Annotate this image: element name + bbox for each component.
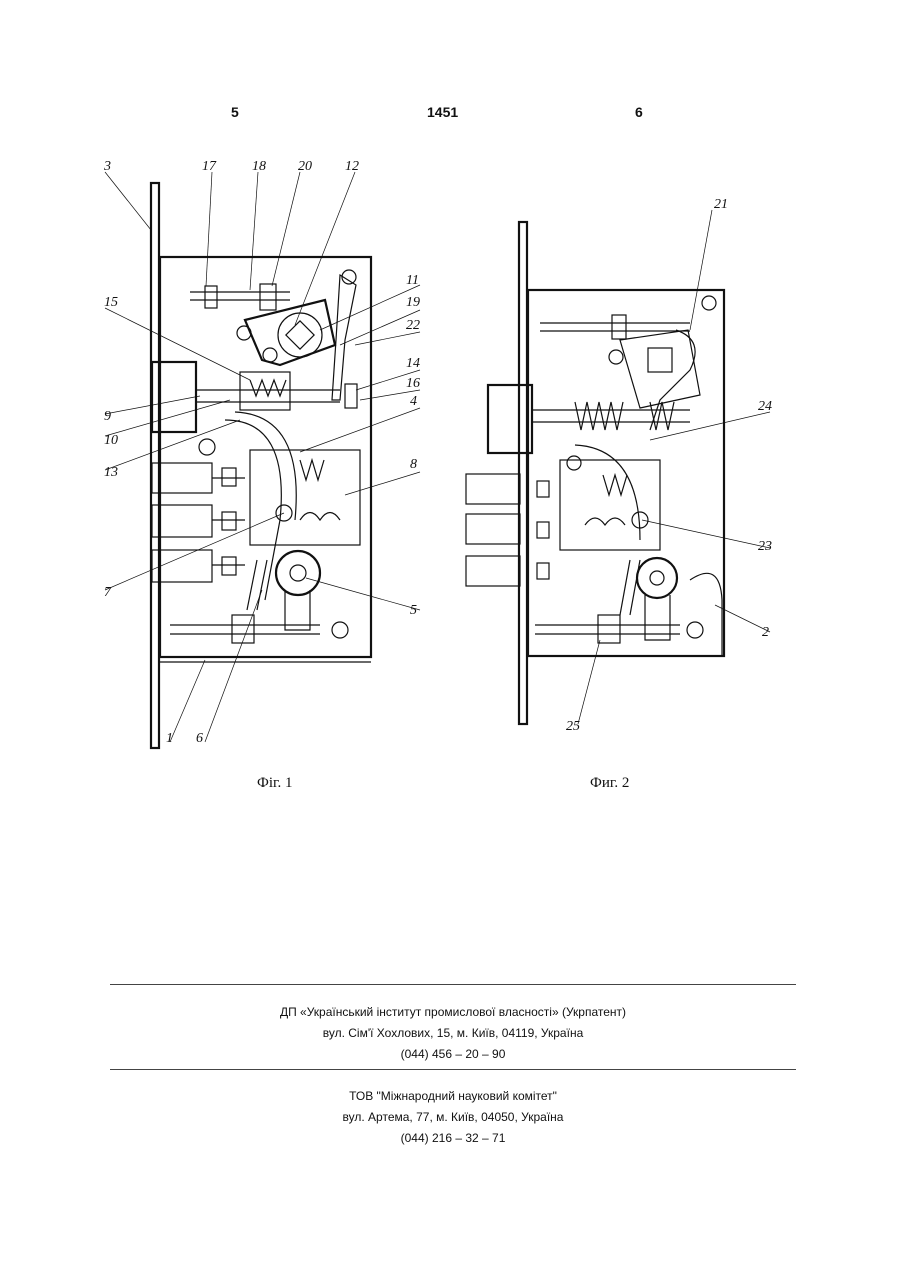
label-18: 18 [252,159,266,174]
fig1-small-spring [300,460,324,480]
label-4: 4 [410,394,417,409]
label-20: 20 [298,159,312,174]
fig2-square-hub [648,348,672,372]
figure-2-caption: Фиг. 2 [590,775,629,792]
printer-name: ТОВ "Міжнародний науковий комітет" [110,1086,796,1107]
label-14: 14 [406,356,420,371]
label-12: 12 [345,159,359,174]
fig2-curved-arm [575,445,640,540]
label-19: 19 [406,295,420,310]
label-17: 17 [202,159,217,174]
label-16: 16 [406,376,420,391]
publisher-block: ДП «Український інститут промислової вла… [110,1002,796,1065]
label-8: 8 [410,457,417,472]
figure-1-drawing [151,183,371,748]
fig1-mechanism-plate [250,450,360,545]
label-13: 13 [104,465,118,480]
fig2-lever [650,330,695,430]
publisher-name: ДП «Український інститут промислової вла… [110,1002,796,1023]
label-1: 1 [166,731,173,746]
fig2-spring-plate [690,573,722,655]
footer-rule-top [110,984,796,985]
fig1-rod-clip [205,286,217,308]
fig2-latch-3 [466,556,520,586]
patent-drawings: 3 17 18 20 12 11 19 22 15 14 16 4 9 10 1… [0,0,900,800]
label-10: 10 [104,433,118,448]
publisher-address: вул. Сім'ї Хохлових, 15, м. Київ, 04119,… [110,1023,796,1044]
footer-rule-middle [110,1069,796,1070]
label-22: 22 [406,318,420,333]
label-9: 9 [104,409,111,424]
printer-address: вул. Артема, 77, м. Київ, 04050, Україна [110,1107,796,1128]
label-6: 6 [196,731,203,746]
figure-2-labels: 21 24 23 2 25 [566,197,772,734]
fig1-square-hub [286,321,314,349]
publisher-phone: (044) 456 – 20 – 90 [110,1044,796,1065]
fig2-latch-2 [466,514,520,544]
fig2-latch-1 [466,474,520,504]
label-7: 7 [104,585,112,600]
fig2-cam-plate [620,330,700,408]
fig2-cylinder [637,558,677,598]
figure-1-caption: Фіг. 1 [257,775,292,792]
printer-block: ТОВ "Міжнародний науковий комітет" вул. … [110,1086,796,1149]
label-5: 5 [410,603,417,618]
fig1-curved-arm [225,420,281,600]
fig1-spring [250,380,286,396]
fig2-spring [575,402,623,430]
label-11: 11 [406,273,419,288]
label-2: 2 [762,625,769,640]
printer-phone: (044) 216 – 32 – 71 [110,1128,796,1149]
figure-2-leaders [578,210,770,724]
label-25: 25 [566,719,580,734]
label-15: 15 [104,295,118,310]
fig1-lever [332,275,356,400]
label-3: 3 [103,159,111,174]
fig2-faceplate [519,222,527,724]
label-23: 23 [758,539,772,554]
label-21: 21 [714,197,728,212]
fig1-cylinder [276,551,320,595]
label-24: 24 [758,399,772,414]
fig2-mechanism-plate [560,460,660,550]
figure-2-drawing [466,222,724,724]
fig2-deadbolt [488,385,532,453]
